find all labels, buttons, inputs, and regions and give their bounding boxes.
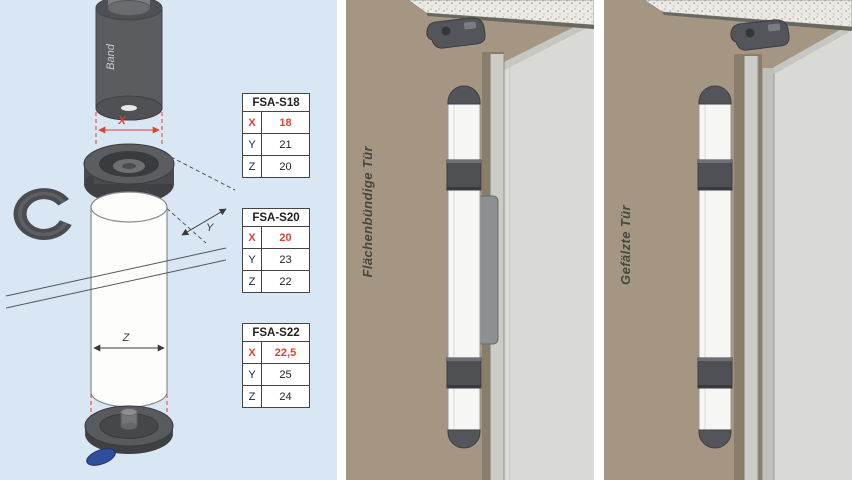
spec-row-label: Z	[242, 156, 262, 178]
spec-row-z: Z 24	[242, 386, 310, 408]
spec-row-label: X	[242, 227, 262, 249]
spec-row-label: X	[242, 342, 262, 364]
break-lines	[5, 247, 227, 309]
spec-table-title: FSA-S22	[242, 323, 310, 342]
spec-row-y: Y 25	[242, 364, 310, 386]
door-type-label-rebated: Gefälzte Tür	[618, 205, 633, 285]
dimension-z-label: Z	[122, 332, 131, 344]
band-cylinder: Band	[95, 0, 163, 121]
rebated-door-illustration	[604, 0, 852, 480]
hinge-barrel	[698, 85, 732, 449]
sleeve-cylinder	[90, 191, 168, 408]
door-frame	[734, 54, 762, 480]
hinge-knuckle-upper	[446, 159, 482, 191]
spec-row-y: Y 23	[242, 249, 310, 271]
dimension-x: X	[95, 112, 163, 146]
hinge-top-cap	[447, 85, 481, 105]
insulation-band	[407, 0, 594, 29]
spec-table-title: FSA-S20	[242, 208, 310, 227]
spec-table-fsa-s22: FSA-S22 X 22,5 Y 25 Z 24	[242, 323, 310, 408]
spec-row-value: 23	[262, 249, 310, 271]
spec-row-label: Z	[242, 271, 262, 293]
door-leaf	[503, 17, 594, 480]
hinge-barrel	[447, 85, 481, 449]
spec-table-fsa-s18: FSA-S18 X 18 Y 21 Z 20	[242, 93, 310, 178]
door-rebate	[762, 68, 774, 480]
spec-row-value: 22	[262, 271, 310, 293]
dimension-x-label: X	[117, 115, 126, 127]
band-label: Band	[105, 43, 117, 70]
dimension-y-label: Y	[206, 222, 214, 234]
dimension-y: Y	[145, 156, 236, 244]
spec-table-fsa-s20: FSA-S20 X 20 Y 23 Z 22	[242, 208, 310, 293]
spec-row-z: Z 20	[242, 156, 310, 178]
left-panel-exploded-diagram: Band X	[0, 0, 337, 480]
blue-clip	[86, 448, 116, 466]
spec-row-value: 18	[262, 112, 310, 134]
spec-row-value: 20	[262, 227, 310, 249]
frame-profile	[730, 19, 790, 51]
frame-profile	[426, 17, 486, 49]
spec-row-label: Z	[242, 386, 262, 408]
spec-row-x: X 20	[242, 227, 310, 249]
spec-row-label: Y	[242, 134, 262, 156]
cover-cap	[83, 143, 175, 204]
spec-row-value: 24	[262, 386, 310, 408]
spec-table-title: FSA-S18	[242, 93, 310, 112]
hinge-knuckle-lower	[697, 357, 733, 389]
hinge-top-cap	[698, 85, 732, 105]
spec-row-value: 25	[262, 364, 310, 386]
middle-panel-flush-door: Flächenbündige Tür	[346, 0, 594, 480]
spec-row-value: 20	[262, 156, 310, 178]
hinge-bottom-cap	[698, 429, 732, 449]
spec-row-label: X	[242, 112, 262, 134]
spec-row-x: X 18	[242, 112, 310, 134]
door-leaf	[761, 23, 852, 480]
door-type-label-flush: Flächenbündige Tür	[360, 146, 375, 278]
spec-row-x: X 22,5	[242, 342, 310, 364]
spec-row-label: Y	[242, 364, 262, 386]
hinge-bottom-cap	[447, 429, 481, 449]
right-panel-rebated-door: Gefälzte Tür	[604, 0, 852, 480]
spec-row-y: Y 21	[242, 134, 310, 156]
hinge	[697, 85, 733, 449]
hinge-knuckle-lower	[446, 357, 482, 389]
flush-door-illustration	[346, 0, 594, 480]
hinge	[446, 85, 499, 449]
spec-row-value: 21	[262, 134, 310, 156]
hinge-exploded-drawing: Band X	[5, 0, 236, 466]
spec-row-label: Y	[242, 249, 262, 271]
bottom-cap	[84, 405, 174, 466]
spec-row-value: 22,5	[262, 342, 310, 364]
spec-row-z: Z 22	[242, 271, 310, 293]
retaining-ring	[13, 188, 72, 240]
hinge-knuckle-upper	[697, 159, 733, 191]
